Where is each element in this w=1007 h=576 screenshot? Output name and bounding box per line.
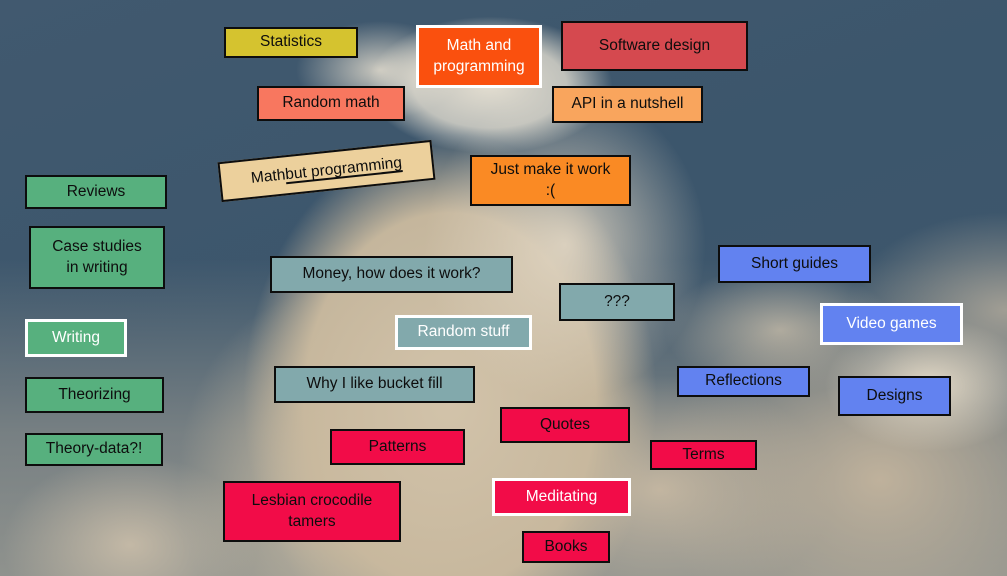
tag-lesbian-crocodile-tamers[interactable]: Lesbian crocodile tamers [223, 481, 401, 542]
tag-reflections[interactable]: Reflections [677, 366, 810, 397]
tag-designs[interactable]: Designs [838, 376, 951, 416]
tag-theorizing[interactable]: Theorizing [25, 377, 164, 413]
tag-short-guides[interactable]: Short guides [718, 245, 871, 283]
tag-case-studies-in-writing[interactable]: Case studies in writing [29, 226, 165, 289]
tag-random-stuff[interactable]: Random stuff [395, 315, 532, 350]
tag-question-marks[interactable]: ??? [559, 283, 675, 321]
tag-random-math[interactable]: Random math [257, 86, 405, 121]
tag-terms[interactable]: Terms [650, 440, 757, 470]
tag-meditating[interactable]: Meditating [492, 478, 631, 516]
tag-why-i-like-bucket-fill[interactable]: Why I like bucket fill [274, 366, 475, 403]
tag-api-in-a-nutshell[interactable]: API in a nutshell [552, 86, 703, 123]
tag-money-how-does-it-work[interactable]: Money, how does it work? [270, 256, 513, 293]
tag-math-and-programming[interactable]: Math and programming [416, 25, 542, 88]
tag-books[interactable]: Books [522, 531, 610, 563]
tag-patterns[interactable]: Patterns [330, 429, 465, 465]
tag-statistics[interactable]: Statistics [224, 27, 358, 58]
tag-math-but-programming-prefix: Math [250, 166, 287, 187]
tag-quotes[interactable]: Quotes [500, 407, 630, 443]
tag-just-make-it-work[interactable]: Just make it work :( [470, 155, 631, 206]
tag-software-design[interactable]: Software design [561, 21, 748, 71]
tag-reviews[interactable]: Reviews [25, 175, 167, 209]
tag-math-but-programming-underlined: but programming [284, 154, 403, 184]
tag-theory-data[interactable]: Theory-data?! [25, 433, 163, 466]
tag-video-games[interactable]: Video games [820, 303, 963, 345]
tag-writing[interactable]: Writing [25, 319, 127, 357]
